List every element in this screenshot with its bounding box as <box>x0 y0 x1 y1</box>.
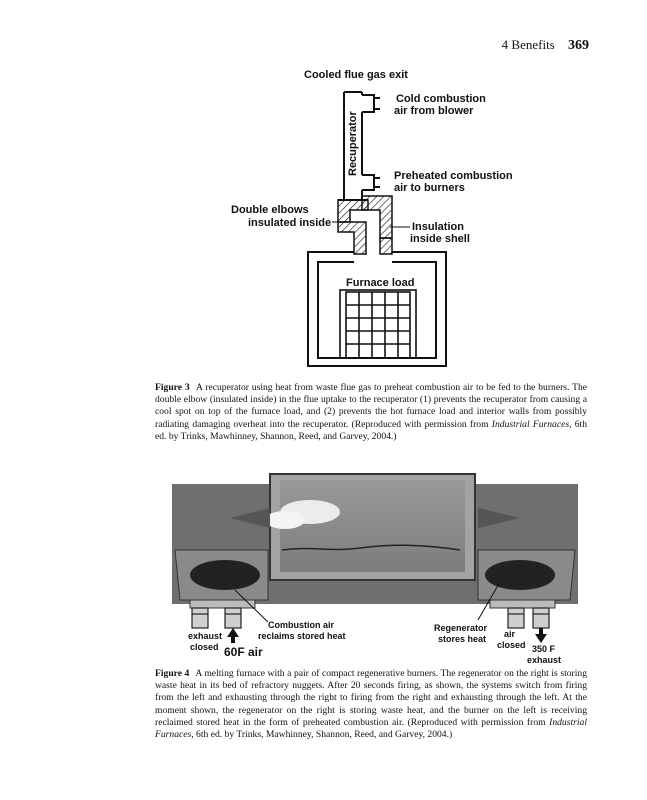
exhaust-out-label-1: 350 F <box>532 644 556 654</box>
air-closed-label-2: closed <box>497 640 526 650</box>
left-valves <box>192 608 241 628</box>
combustion-air-label-1: Combustion air <box>268 620 334 630</box>
elbows-label-2: insulated inside <box>248 217 331 229</box>
figure-3-diagram: Cooled flue gas exit Recuperator Cold co… <box>0 0 647 380</box>
elbows-label-1: Double elbows <box>231 204 309 216</box>
exhaust-closed-label-1: exhaust <box>188 631 222 641</box>
preheated-label-2: air to burners <box>394 182 465 194</box>
air-in-arrow-icon <box>227 628 239 643</box>
figure-3-caption: Figure 3 A recuperator using heat from w… <box>155 382 587 443</box>
right-regenerator <box>478 550 575 608</box>
exit-label: Cooled flue gas exit <box>304 69 408 81</box>
double-elbows <box>338 196 392 254</box>
air-in-label: 60F air <box>224 645 263 659</box>
insulation-label-1: Insulation <box>412 221 464 233</box>
left-regenerator <box>175 550 268 608</box>
recuperator-label: Recuperator <box>347 110 359 176</box>
figure-4-caption: Figure 4 A melting furnace with a pair o… <box>155 668 587 741</box>
figure-3-caption-book: Industrial Furnaces, <box>492 419 572 430</box>
figure-4-caption-text: A melting furnace with a pair of compact… <box>155 668 587 728</box>
exhaust-out-arrow-icon <box>535 628 547 643</box>
figure-4-caption-credit: 6th ed. by Trinks, Mawhinney, Shannon, R… <box>194 729 453 740</box>
furnace-load-label: Furnace load <box>346 277 414 289</box>
figure-4-caption-label: Figure 4 <box>155 668 189 679</box>
regenerator-label-2: stores heat <box>438 634 486 644</box>
preheated-label-1: Preheated combustion <box>394 170 513 182</box>
figure-3-caption-label: Figure 3 <box>155 382 190 393</box>
air-closed-label-1: air <box>504 629 516 639</box>
recuperator <box>338 92 380 200</box>
regenerator-label-1: Regenerator <box>434 623 488 633</box>
furnace-load <box>340 290 416 358</box>
cold-air-label-1: Cold combustion <box>396 93 486 105</box>
furnace-shell <box>308 252 446 366</box>
cold-air-label-2: air from blower <box>394 105 474 117</box>
insulation-label-2: inside shell <box>410 233 470 245</box>
exhaust-closed-label-2: closed <box>190 642 219 652</box>
combustion-air-label-2: reclaims stored heat <box>258 631 346 641</box>
right-valves <box>508 608 549 628</box>
exhaust-out-label-2: exhaust <box>527 655 561 665</box>
figure-4-diagram: exhaust closed 60F air Combustion air re… <box>0 468 647 668</box>
